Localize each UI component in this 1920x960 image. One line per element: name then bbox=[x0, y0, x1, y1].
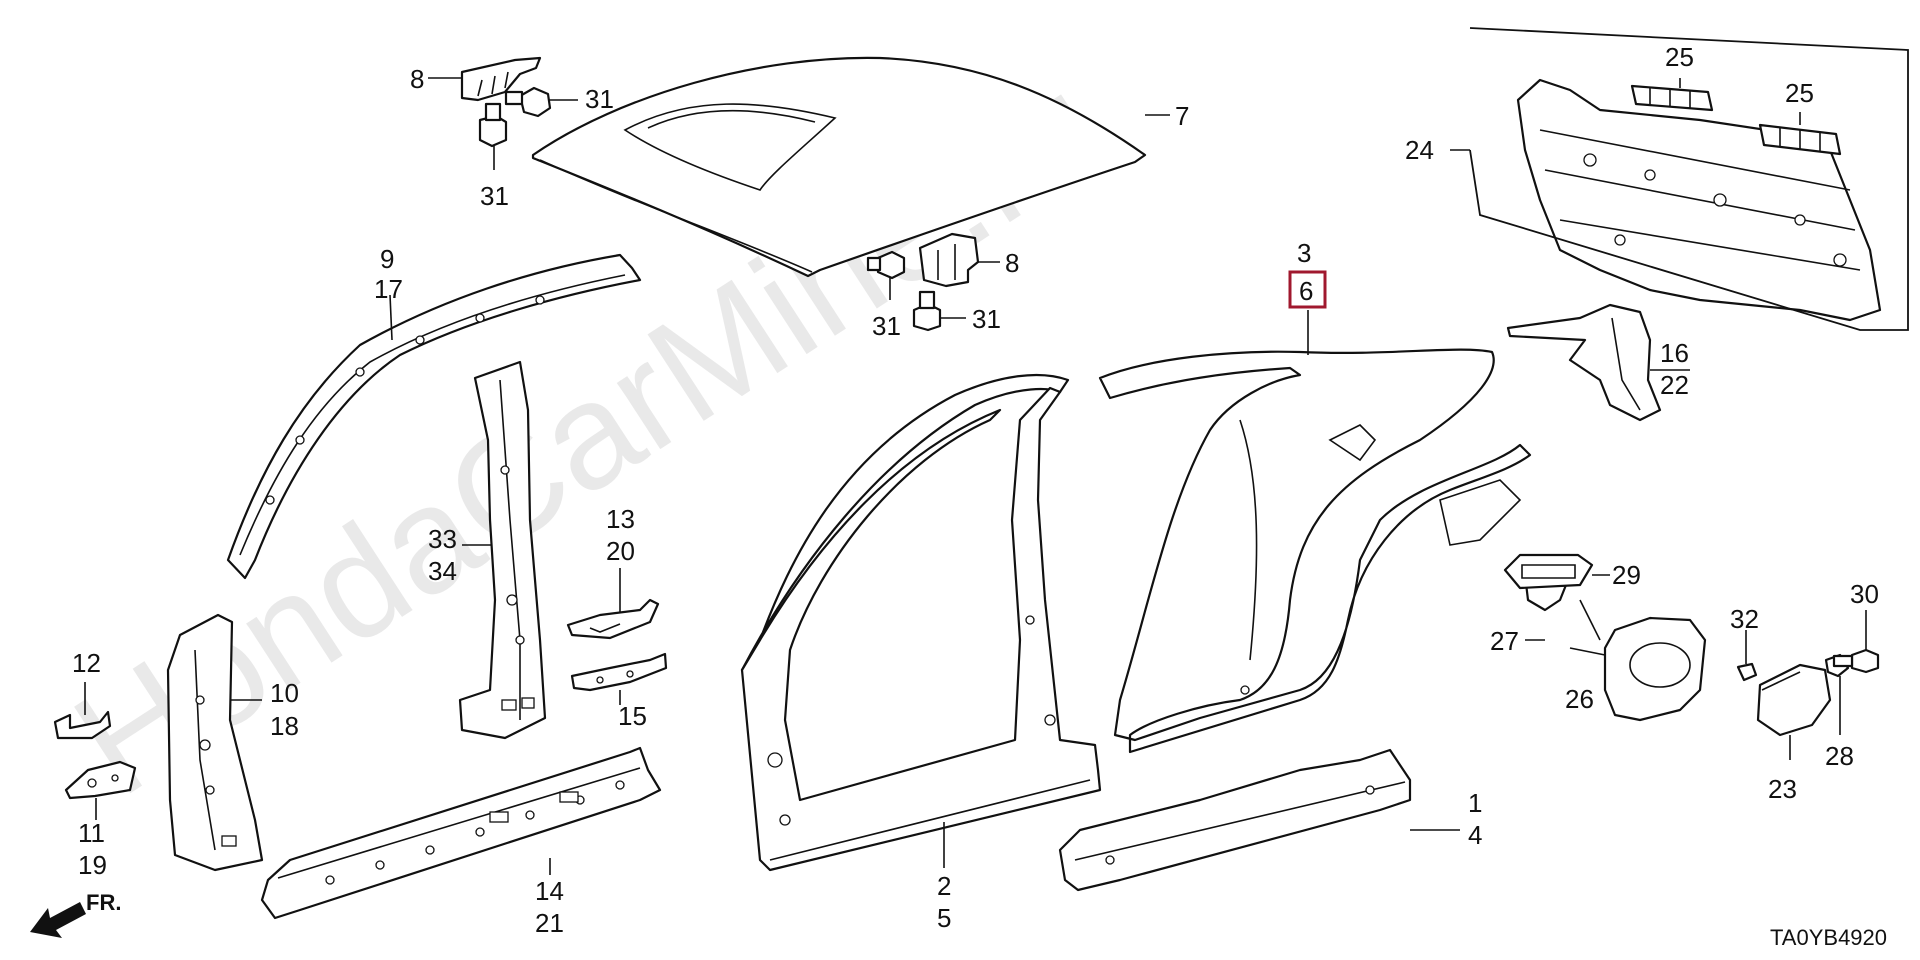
bracket-small[interactable] bbox=[53, 710, 112, 740]
callout-2: 2 bbox=[937, 871, 951, 901]
callout-25-right: 25 bbox=[1785, 78, 1814, 108]
callout-23: 23 bbox=[1768, 774, 1797, 804]
callout-8-lower: 8 bbox=[1005, 248, 1019, 278]
callout-3: 3 bbox=[1297, 238, 1311, 268]
leader-lines bbox=[84, 77, 1867, 875]
front-side-panel-outer[interactable] bbox=[740, 373, 1102, 872]
callout-1: 1 bbox=[1468, 788, 1482, 818]
cover-29[interactable] bbox=[1503, 553, 1594, 590]
diagram-code: TA0YB4920 bbox=[1770, 925, 1887, 950]
callout-31-lower-left: 31 bbox=[872, 311, 901, 341]
callout-17: 17 bbox=[374, 274, 403, 304]
side-sill-inner[interactable] bbox=[260, 746, 662, 920]
rear-wheelhouse-extension[interactable] bbox=[1506, 303, 1662, 422]
bracket-15[interactable] bbox=[570, 652, 668, 692]
callout-20: 20 bbox=[606, 536, 635, 566]
callout-31-upper-right: 31 bbox=[585, 84, 614, 114]
roof-clip-upper[interactable] bbox=[460, 56, 542, 102]
callout-15: 15 bbox=[618, 701, 647, 731]
bolt-lower-right[interactable] bbox=[912, 290, 942, 332]
front-direction-label: FR. bbox=[86, 890, 121, 915]
callout-16: 16 bbox=[1660, 338, 1689, 368]
callout-13: 13 bbox=[606, 504, 635, 534]
callout-26: 26 bbox=[1565, 684, 1594, 714]
rear-panel-frame bbox=[1469, 27, 1909, 331]
roof-clip-lower[interactable] bbox=[918, 232, 980, 288]
callout-31-upper-down: 31 bbox=[480, 181, 509, 211]
center-pillar-inner[interactable] bbox=[458, 360, 547, 740]
callout-28: 28 bbox=[1825, 741, 1854, 771]
callout-34: 34 bbox=[428, 556, 457, 586]
roof-side-rail[interactable] bbox=[226, 253, 642, 580]
bolt-lower-left[interactable] bbox=[866, 250, 906, 280]
callout-19: 19 bbox=[78, 850, 107, 880]
rear-panel-clip-right[interactable] bbox=[1758, 123, 1842, 156]
callout-32: 32 bbox=[1730, 604, 1759, 634]
callout-21: 21 bbox=[535, 908, 564, 938]
front-direction-arrow: FR. bbox=[30, 890, 121, 938]
rear-panel-clip-left[interactable] bbox=[1630, 84, 1714, 112]
bolt-upper-right[interactable] bbox=[504, 86, 552, 118]
callout-5: 5 bbox=[937, 903, 951, 933]
bracket-plate[interactable] bbox=[64, 760, 137, 800]
bracket-13-20[interactable] bbox=[566, 598, 660, 640]
rear-side-sill-extension[interactable] bbox=[1058, 748, 1412, 892]
callout-6: 6 bbox=[1299, 276, 1313, 306]
callout-30: 30 bbox=[1850, 579, 1879, 609]
fuel-door-bolt[interactable] bbox=[1832, 648, 1880, 674]
callout-25-left: 25 bbox=[1665, 42, 1694, 72]
callout-22: 22 bbox=[1660, 370, 1689, 400]
bolt-upper-down[interactable] bbox=[478, 102, 508, 148]
callout-24: 24 bbox=[1405, 135, 1434, 165]
callout-12: 12 bbox=[72, 648, 101, 678]
callout-31-lower-right: 31 bbox=[972, 304, 1001, 334]
callout-27: 27 bbox=[1490, 626, 1519, 656]
front-pillar-lower[interactable] bbox=[166, 613, 264, 872]
callout-14: 14 bbox=[535, 876, 564, 906]
fuel-filler-pocket[interactable] bbox=[1579, 599, 1707, 722]
callout-11: 11 bbox=[78, 818, 105, 848]
callout-18: 18 bbox=[270, 711, 299, 741]
callout-33: 33 bbox=[428, 524, 457, 554]
rear-side-panel-outer[interactable] bbox=[1098, 348, 1532, 754]
rear-panel-assembly[interactable] bbox=[1516, 78, 1882, 322]
callout-10: 10 bbox=[270, 678, 299, 708]
fuel-door[interactable] bbox=[1756, 663, 1832, 737]
fuel-door-screw[interactable] bbox=[1736, 662, 1758, 682]
callout-6-highlight-box bbox=[1288, 270, 1327, 309]
callout-9: 9 bbox=[380, 244, 394, 274]
roof-panel[interactable] bbox=[531, 56, 1147, 278]
callout-4: 4 bbox=[1468, 820, 1482, 850]
callout-8-upper: 8 bbox=[410, 64, 424, 94]
callout-29: 29 bbox=[1612, 560, 1641, 590]
callout-7: 7 bbox=[1175, 101, 1189, 131]
